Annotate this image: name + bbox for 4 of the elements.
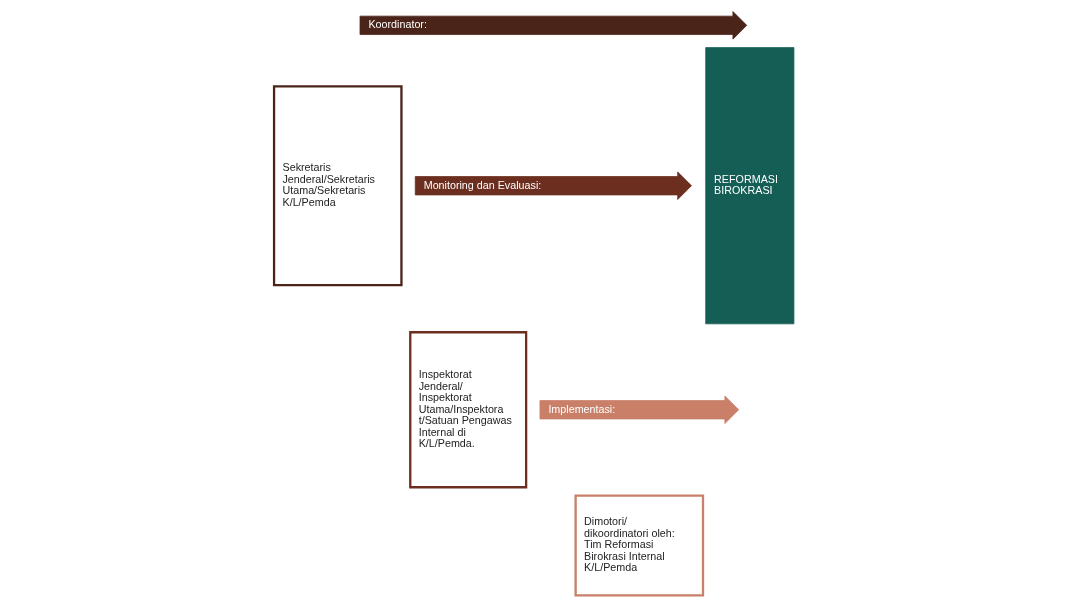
node-box: Sekretaris Jenderal/Sekretaris Utama/Sekretaris K/L/Pemda (272, 85, 403, 287)
node-box: REFORMASI BIROKRASI (705, 47, 795, 325)
node-box: Dimotori/ dikoordinatori oleh: Tim Reformasi Birokrasi Internal K/L/Pemda (574, 494, 705, 597)
node-box: Inspektorat Jenderal/ Inspektorat Utama/Inspektora t/Satuan Pengawas Internal di K/L/Pemda. (409, 331, 528, 489)
